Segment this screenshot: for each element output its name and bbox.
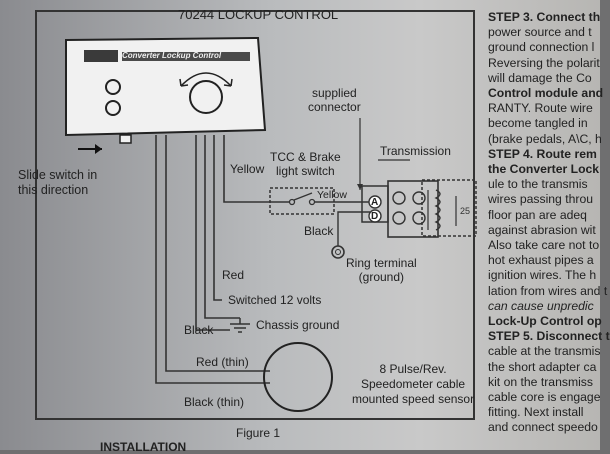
instruction-line: become tangled in <box>488 116 588 131</box>
speed-sensor-icon <box>263 342 333 412</box>
lockup-control-module <box>65 36 267 144</box>
instruction-line: wires passing throu <box>488 192 593 207</box>
figure-title: 70244 LOCKUP CONTROL <box>178 7 339 22</box>
black-thin-label: Black (thin) <box>184 395 245 409</box>
red-wire-label: Red <box>222 268 245 282</box>
figure-caption: Figure 1 <box>236 426 281 440</box>
instruction-line: RANTY. Route wire <box>488 101 593 116</box>
instruction-line: Lock-Up Control op <box>488 314 602 328</box>
instruction-line: Also take care not to <box>488 238 600 252</box>
pin-d-label: D <box>371 211 379 222</box>
tcc-brake-label: TCC & Brake light switch <box>270 150 341 178</box>
chassis-ground-label: Chassis ground <box>256 318 340 332</box>
instruction-line: power source and t <box>488 25 592 40</box>
instruction-line: fitting. Next install <box>488 405 584 420</box>
instruction-line: Control module and <box>488 86 604 100</box>
slide-switch-icon <box>119 134 132 144</box>
solenoid-coil-icon <box>434 189 441 231</box>
wire-harness <box>155 135 270 384</box>
instruction-line: the short adapter ca <box>488 359 597 374</box>
svg-text:25: 25 <box>460 206 470 216</box>
instruction-line: hot exhaust pipes a <box>488 253 594 268</box>
indicator-light-icon <box>105 79 121 95</box>
instruction-line: the Converter Lock <box>488 162 600 176</box>
instruction-line: (brake pedals, A\C, h <box>488 131 602 146</box>
instruction-line: floor pan are adeq <box>488 207 587 222</box>
tcc-brake-switch <box>269 187 335 215</box>
supplied-connector-label: supplied connector <box>308 86 361 114</box>
instruction-line: Reversing the polarit <box>488 55 600 70</box>
figure-border <box>35 10 475 420</box>
indicator-light-icon <box>105 100 121 116</box>
instruction-line: will damage the Co <box>488 70 592 85</box>
switched-12v-label: Switched 12 volts <box>228 293 322 307</box>
instruction-line: ule to the transmis <box>488 177 588 192</box>
transmission-label: Transmission <box>380 144 451 158</box>
yellow-wire-label: Yellow <box>230 162 265 176</box>
chassis-ground-icon <box>230 318 250 333</box>
pin-a-label: A <box>371 197 379 208</box>
black-ground-wire-label: Black <box>184 323 214 337</box>
instruction-line: ground connection l <box>488 40 595 55</box>
instruction-line: against abrasion wit <box>488 222 596 237</box>
speed-sensor-label: 8 Pulse/Rev. Speedometer cable mounted s… <box>352 362 475 406</box>
red-thin-label: Red (thin) <box>196 355 249 369</box>
instruction-line: lation from wires and t <box>488 283 608 298</box>
slide-switch-label: Slide switch in this direction <box>18 168 98 197</box>
wiring-diagram: 25 <box>65 36 477 412</box>
instruction-line: STEP 5. Disconnect t <box>488 329 610 344</box>
ring-terminal-label: Ring terminal (ground) <box>346 256 417 284</box>
instruction-line: can cause unpredic <box>488 298 594 313</box>
black-wire-label: Black <box>304 224 334 238</box>
instruction-line: kit on the transmiss <box>488 374 593 389</box>
instruction-line: cable at the transmis <box>488 344 601 359</box>
ring-terminal-icon <box>331 245 345 259</box>
instruction-line: STEP 3. Connect th <box>488 10 601 24</box>
supplied-connector <box>357 118 439 238</box>
yellow-small-label: Yellow <box>317 189 347 201</box>
slide-direction-arrow-icon <box>78 144 102 154</box>
adjustment-knob-icon <box>189 80 223 114</box>
wiring-figure-panel: 25 70244 LOCKUP CONTROL Converter Lockup… <box>8 0 477 454</box>
module-label: Converter Lockup Control <box>122 51 222 60</box>
installation-heading: INSTALLATION <box>100 440 187 454</box>
instruction-line: ignition wires. The h <box>488 268 597 283</box>
instruction-line: STEP 4. Route rem <box>488 146 597 161</box>
transmission-solenoid: 25 <box>378 159 477 237</box>
instruction-line: and connect speedo <box>488 420 598 435</box>
instruction-line: cable core is engage <box>488 390 601 404</box>
